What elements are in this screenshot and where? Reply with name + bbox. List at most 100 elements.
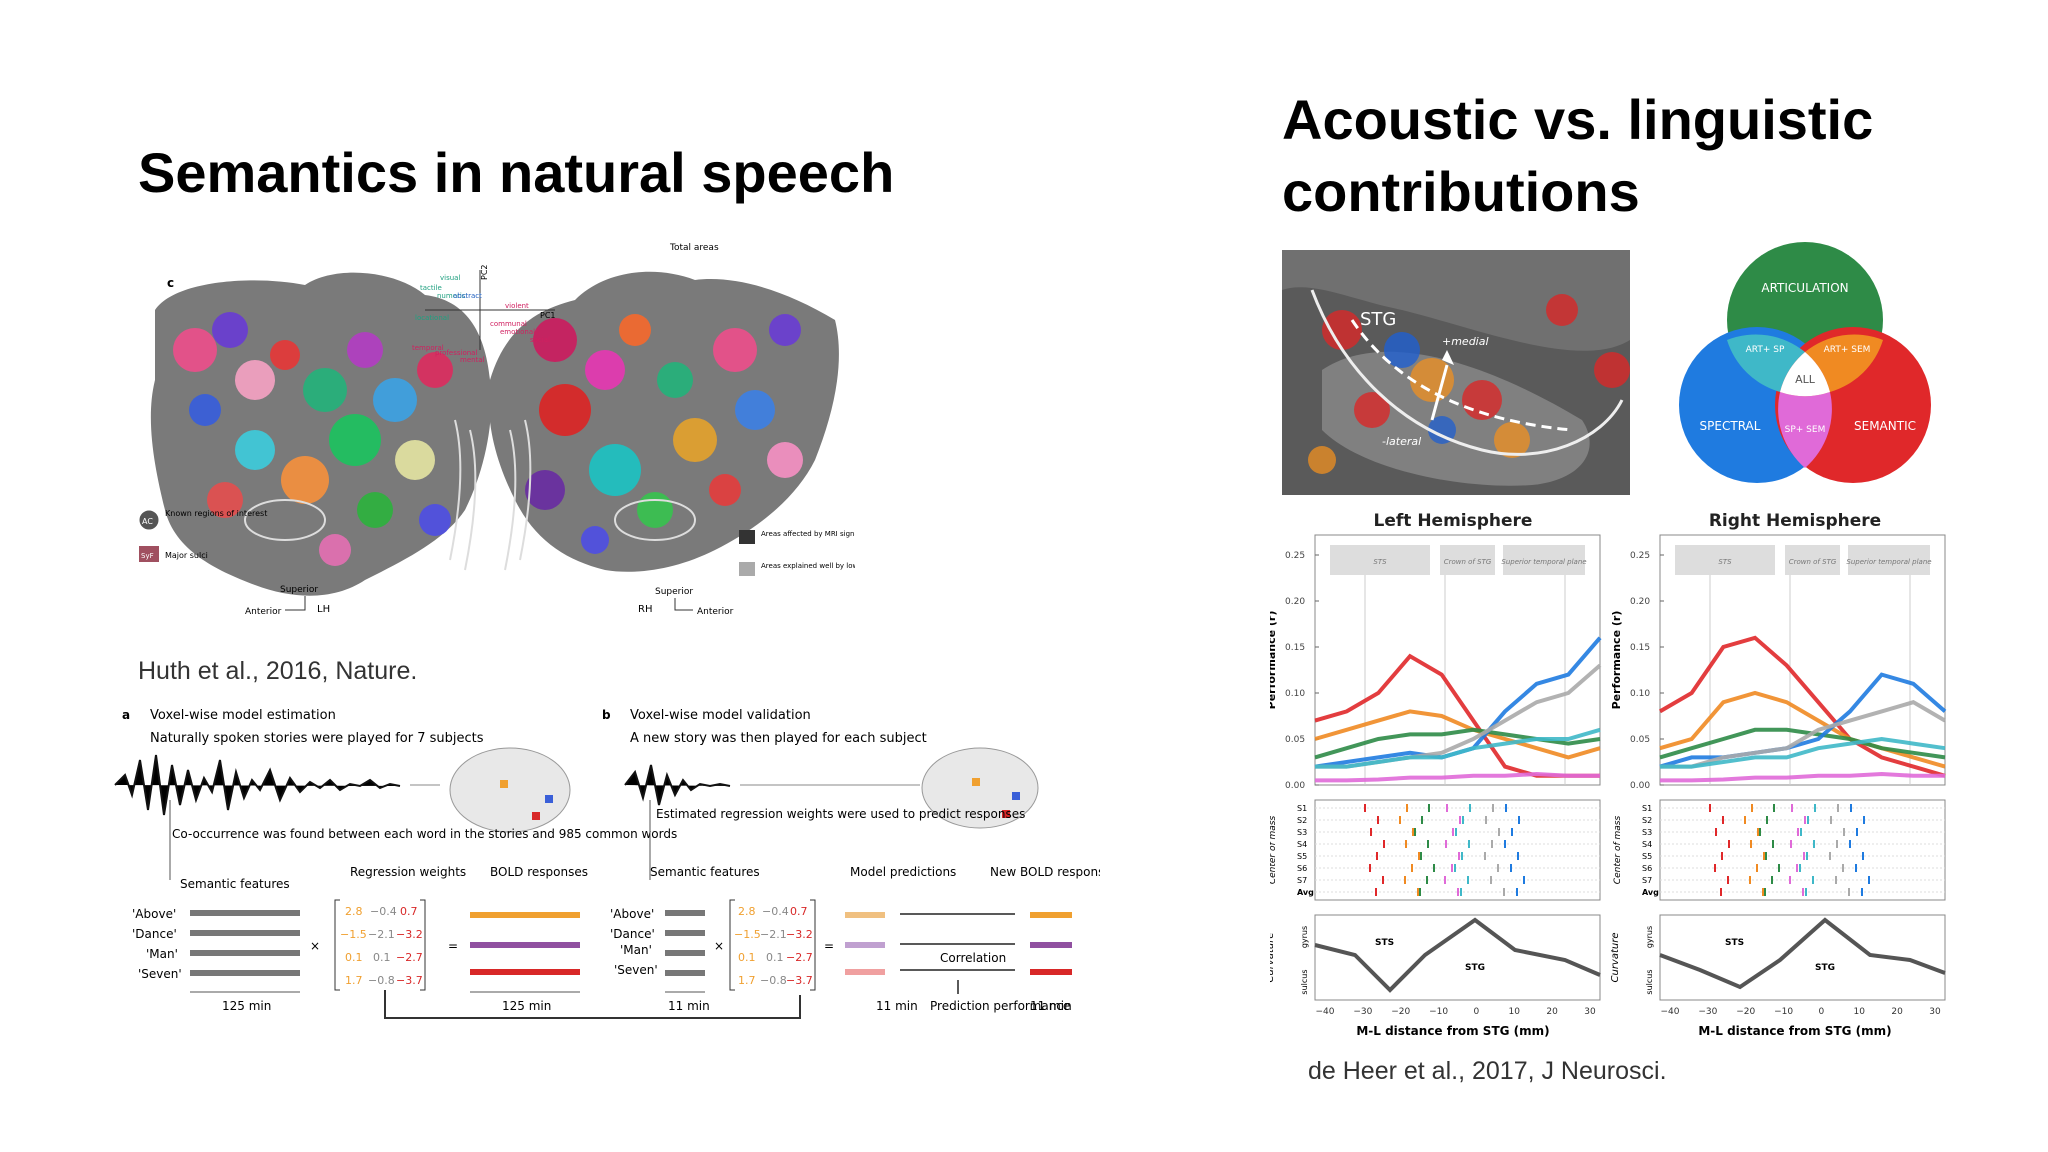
subject-label: S6 [1297, 864, 1307, 873]
region-label: Crown of STG [1789, 558, 1837, 566]
semantic-features-label-b: Semantic features [650, 865, 760, 879]
svg-text:0.1: 0.1 [738, 951, 756, 964]
word-label: 'Above' [132, 907, 176, 921]
right-hemisphere-panel: Performance (r)0.250.200.150.100.050.00S… [1610, 534, 1947, 1017]
region-band [1330, 545, 1430, 575]
brain-icon-b [921, 747, 1039, 829]
bold-traces-a [470, 912, 580, 975]
weights-matrix-a: 2.8 −0.4 0.7 −1.5 −2.1 −3.2 0.1 0.1 −2.7… [334, 899, 426, 991]
word-label: 'Seven' [138, 967, 182, 981]
venn-label-all: ALL [1795, 373, 1816, 386]
venn-label-art-sp: ART+ SP [1746, 345, 1785, 355]
pc-word: locational [415, 314, 449, 322]
subject-label: S4 [1642, 840, 1652, 849]
subject-label: S5 [1642, 852, 1652, 861]
performance-curve [1314, 709, 1601, 760]
x-axis-label-left: M-L distance from STG (mm) [1356, 1024, 1549, 1038]
y-tick-label: 0.25 [1630, 551, 1650, 561]
subject-label: S1 [1297, 804, 1307, 813]
total-areas-label: Total areas [669, 243, 719, 253]
time-label: 125 min [502, 999, 551, 1013]
performance-curve [1660, 700, 1947, 769]
x-tick-label: 30 [1584, 1007, 1596, 1017]
rh-label: RH [638, 604, 652, 615]
svg-text:−2.1: −2.1 [760, 928, 787, 941]
svg-text:1.7: 1.7 [738, 974, 756, 987]
audio-waveform-b [624, 764, 731, 806]
svg-text:0.1: 0.1 [345, 951, 363, 964]
semantic-features-label-a: Semantic features [180, 877, 290, 891]
subject-label: S2 [1642, 816, 1652, 825]
x-tick-label: 0 [1819, 1007, 1825, 1017]
svg-text:−0.8: −0.8 [368, 974, 395, 987]
x-tick-label: 20 [1891, 1007, 1903, 1017]
region-label: STS [1373, 558, 1387, 566]
svg-text:SyF: SyF [141, 552, 154, 560]
svg-text:−3.2: −3.2 [786, 928, 813, 941]
region-band [1848, 545, 1930, 575]
performance-curve [1658, 635, 1946, 778]
venn-art-sp [1727, 334, 1805, 392]
subject-label: S6 [1642, 864, 1652, 873]
lh-label: LH [317, 604, 330, 615]
y-tick-label: 0.15 [1630, 643, 1650, 653]
svg-text:×: × [714, 939, 724, 953]
x-tick-label: −40 [1661, 1007, 1680, 1017]
x-tick-label: 20 [1546, 1007, 1558, 1017]
audio-waveform-a [114, 754, 401, 816]
venn-label-sp-sem: SP+ SEM [1785, 425, 1826, 435]
lateral-label: -lateral [1382, 435, 1421, 448]
center-of-mass-label: Center of mass [1613, 816, 1623, 885]
right-slide-title: Acoustic vs. linguistic contributions [1282, 84, 1873, 228]
venn-all [1780, 352, 1830, 397]
left-hemisphere-title: Left Hemisphere [1374, 511, 1533, 531]
x-tick-label: 30 [1929, 1007, 1941, 1017]
new-bold-traces [1030, 912, 1072, 975]
brain-icon-a [449, 747, 571, 833]
rh-superior: Superior [655, 587, 693, 597]
time-label: 11 min [876, 999, 918, 1013]
curvature-curve [1314, 917, 1601, 993]
weights-matrix-b: 2.8 −0.4 0.7 −1.5 −2.1 −3.2 0.1 0.1 −2.7… [729, 899, 816, 991]
x-tick-label: −30 [1353, 1007, 1372, 1017]
svg-text:−1.5: −1.5 [734, 928, 761, 941]
venn-label-spectral: SPECTRAL [1700, 419, 1761, 433]
medial-label: +medial [1442, 335, 1489, 348]
sulcus-label: sulcus [1300, 969, 1309, 994]
word-label: 'Man' [620, 943, 652, 957]
lh-anterior: Anterior [245, 607, 282, 617]
y-tick-label: 0.15 [1285, 643, 1305, 653]
svg-text:−3.7: −3.7 [786, 974, 813, 987]
lh-superior: Superior [280, 585, 318, 595]
stg-marker-label: STG [1465, 963, 1485, 973]
curvature-frame [1314, 914, 1601, 1001]
model-predictions-label: Model predictions [850, 865, 956, 879]
curvature-label: Curvature [1270, 933, 1276, 983]
svg-text:1.7: 1.7 [345, 974, 363, 987]
performance-curve [1660, 736, 1946, 769]
y-axis-label: Performance (r) [1610, 611, 1623, 710]
subject-label: Avg [1642, 888, 1659, 897]
performance-curve [1315, 771, 1600, 783]
y-tick-label: 0.05 [1630, 735, 1650, 745]
svg-text:=: = [824, 939, 834, 953]
svg-text:0.1: 0.1 [766, 951, 784, 964]
region-band [1440, 545, 1495, 575]
semantic-flatmap-figure: c Total areas [138, 243, 855, 617]
cooccurrence-text: Co-occurrence was found between each wor… [172, 827, 677, 841]
svg-text:0.7: 0.7 [790, 905, 808, 918]
stg-brain-image: STG +medial -lateral [1282, 250, 1630, 495]
sts-marker-label: STS [1375, 938, 1394, 948]
panel-b-subtitle: A new story was then played for each sub… [630, 731, 927, 746]
time-label: 11 min [668, 999, 710, 1013]
svg-text:−0.4: −0.4 [762, 905, 789, 918]
pc-word: professional [435, 349, 477, 357]
y-tick-label: 0.10 [1630, 689, 1650, 699]
pc-word: numeric [437, 292, 466, 300]
right-title-line2: contributions [1282, 160, 1640, 223]
performance-plot-frame [1314, 534, 1601, 786]
center-of-mass-label: Center of mass [1270, 816, 1278, 885]
y-tick-label: 0.20 [1630, 597, 1650, 607]
pc-word: visual [440, 274, 460, 282]
panel-label-c: c [167, 276, 174, 290]
